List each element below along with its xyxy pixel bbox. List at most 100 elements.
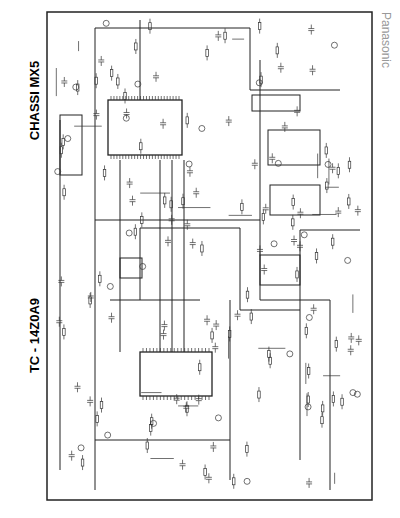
resistor-symbol [269, 357, 272, 364]
wire [349, 157, 350, 161]
ic-pin [188, 348, 189, 352]
ic-pin [149, 348, 150, 352]
wire [77, 91, 78, 95]
wire [213, 448, 214, 452]
wire [241, 199, 242, 203]
wire [64, 196, 65, 200]
wire [300, 241, 301, 245]
wire [90, 292, 91, 296]
wire [135, 235, 136, 239]
wire [254, 159, 255, 163]
wire [259, 19, 260, 23]
wire [297, 278, 298, 282]
wire [104, 165, 105, 169]
ic-pin [131, 155, 132, 159]
resistor-symbol [292, 219, 295, 226]
transistor-symbol [325, 161, 331, 167]
wire [59, 317, 60, 321]
wire [270, 353, 271, 357]
wire [218, 37, 219, 41]
wire [147, 438, 148, 442]
wire [292, 226, 293, 230]
wire [199, 371, 200, 375]
ic-pin [143, 396, 144, 400]
wire [264, 265, 265, 269]
wire [246, 453, 247, 457]
ic-pin [164, 155, 165, 159]
ic-pin [143, 348, 144, 352]
wire [300, 208, 301, 212]
ic-pin [116, 155, 117, 159]
ic-pin [202, 348, 203, 352]
ic-pin [149, 396, 150, 400]
wire [187, 226, 188, 230]
transistor-symbol [65, 136, 71, 142]
ic-pin [177, 348, 178, 352]
wire [205, 475, 206, 479]
ic-pin [173, 155, 174, 159]
ic-pin [205, 396, 206, 400]
ic-pin [209, 396, 210, 400]
wire [63, 335, 64, 339]
wire [129, 178, 130, 182]
wire [265, 204, 266, 208]
module-box [252, 95, 300, 111]
wire [237, 316, 238, 320]
resistor-symbol [296, 271, 299, 278]
ic-pin [198, 348, 199, 352]
resistor-symbol [110, 70, 113, 77]
ic-pin [164, 96, 165, 100]
wire [186, 408, 187, 412]
resistor-symbol [76, 84, 79, 91]
wire [77, 80, 78, 84]
wire [215, 349, 216, 353]
wire [151, 414, 152, 418]
wire [78, 41, 79, 51]
ic-pin [146, 348, 147, 352]
resistor-symbol [246, 291, 249, 298]
wire [247, 287, 248, 291]
wire [182, 194, 183, 198]
transistor-symbol [271, 241, 277, 247]
wire [126, 114, 127, 118]
resistor-symbol [348, 161, 351, 168]
resistor-symbol [307, 396, 310, 403]
wire [322, 401, 323, 405]
ic-pin [111, 96, 112, 100]
ic-pin [173, 96, 174, 100]
wire [259, 30, 260, 34]
wire [132, 196, 133, 200]
wire [126, 108, 127, 112]
wire [160, 160, 161, 352]
ic-pin [152, 96, 153, 100]
wire [140, 139, 141, 143]
wire [280, 69, 281, 73]
wire [357, 206, 358, 210]
wire [156, 72, 157, 76]
wire [277, 54, 278, 58]
ic-pin [170, 96, 171, 100]
wire [348, 194, 349, 198]
wire [64, 185, 65, 189]
resistor-symbol [211, 332, 214, 339]
resistor-symbol [246, 446, 249, 453]
wire [96, 116, 97, 120]
wire [233, 485, 234, 489]
wire [61, 154, 62, 158]
wire [187, 113, 188, 117]
resistor-symbol [331, 238, 334, 245]
wire [258, 387, 259, 391]
wire [309, 478, 310, 482]
sheet-frame [47, 12, 372, 500]
wire [237, 310, 238, 314]
ic-pin [119, 96, 120, 100]
wire [201, 241, 202, 245]
wire [357, 212, 358, 216]
ic-package [140, 352, 212, 396]
resistor-symbol [335, 341, 338, 348]
wire [95, 28, 250, 29]
ic-pin [143, 155, 144, 159]
resistor-symbol [258, 391, 261, 398]
wire [135, 39, 136, 43]
resistor-symbol [332, 395, 335, 402]
